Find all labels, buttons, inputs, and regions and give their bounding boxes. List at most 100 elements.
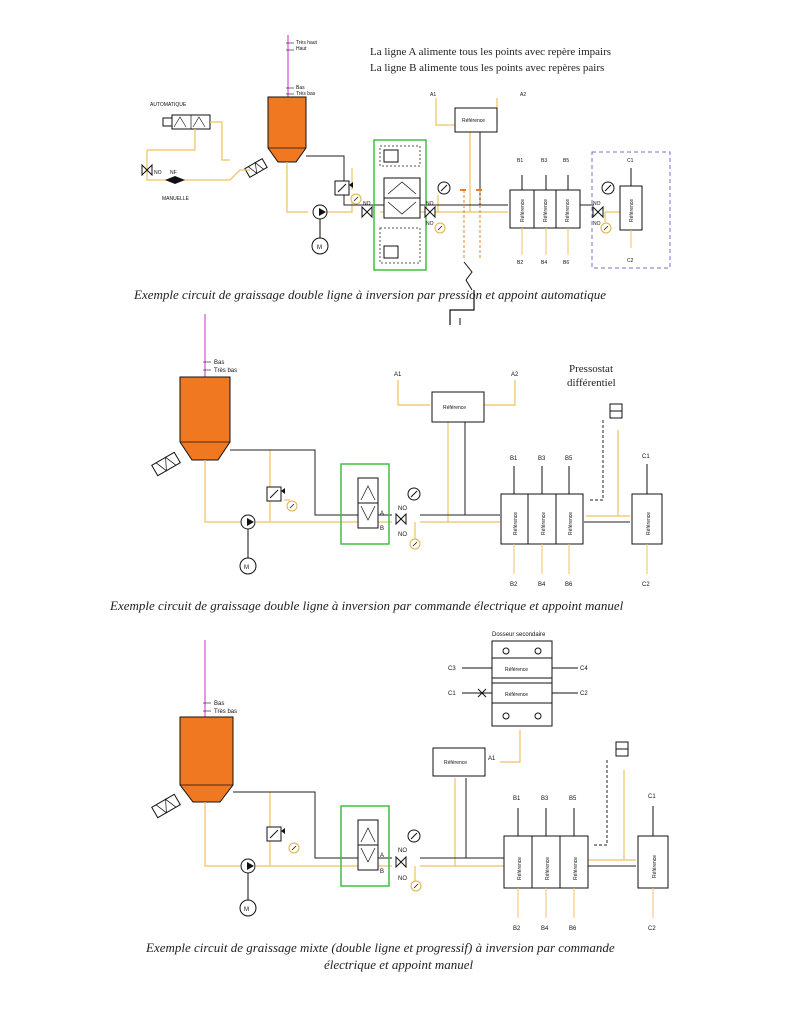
label-tres-haut: Très haut [296, 40, 318, 46]
label-b2-1: B2 [517, 260, 523, 266]
pump-2 [240, 514, 256, 530]
ref-vert-1a: Référence [520, 199, 526, 222]
label-manuelle: MANUELLE [162, 196, 190, 202]
pump-1 [312, 204, 328, 220]
diagram-3: Bas Très bas M [151, 632, 669, 932]
label-a1-1: A1 [430, 92, 436, 98]
label-b2-3: B2 [513, 926, 521, 932]
label-b5-3: B5 [569, 796, 577, 802]
distributor-c-3 [637, 835, 669, 889]
label-b1-3: B1 [513, 796, 521, 802]
diagram-2: Bas Très bas [151, 314, 663, 588]
label-c3-3: C3 [448, 666, 456, 672]
label-b-2: B [380, 526, 384, 532]
label-m-3: M [244, 907, 249, 913]
ref-vert-1b: Référence [543, 199, 549, 222]
ref-vert-3d: Référence [652, 855, 658, 878]
label-a1-3: A1 [488, 756, 496, 762]
label-b4-3: B4 [541, 926, 549, 932]
caption-3-line-1: Exemple circuit de graissage mixte (doub… [146, 940, 615, 955]
reference-label-a-2: Référence [443, 405, 466, 411]
reference-label-a-3: Référence [444, 760, 467, 766]
label-m-2: M [244, 565, 249, 571]
ref-vert-2b: Référence [541, 512, 547, 535]
relief-valve-1 [334, 180, 354, 196]
label-c2-1: C2 [627, 258, 634, 264]
note-line-b: La ligne B alimente tous les points avec… [370, 62, 605, 74]
ref-vert-3a: Référence [517, 857, 523, 880]
caption-2: Exemple circuit de graissage double lign… [110, 598, 624, 613]
reference-block-a-3 [432, 747, 486, 777]
note-line-a: La ligne A alimente tous les points avec… [370, 46, 612, 58]
label-b4-1: B4 [541, 260, 547, 266]
relief-valve-3 [266, 826, 286, 842]
reservoir-2 [179, 376, 231, 461]
filler-coupling [244, 157, 268, 179]
label-b5-2: B5 [565, 456, 573, 462]
label-bas-2: Bas [214, 360, 224, 366]
reversing-valve-frame-1 [373, 139, 427, 271]
label-a-2: A [380, 511, 384, 517]
label-b6-2: B6 [565, 582, 573, 588]
reference-block-a-2 [431, 391, 485, 423]
label-c1-3: C1 [648, 794, 656, 800]
label-no-6: NO [593, 221, 601, 227]
reservoir-3 [179, 716, 234, 803]
label-b6-1: B6 [563, 260, 569, 266]
ref-vert-3b: Référence [545, 857, 551, 880]
ref-vert-2c: Référence [568, 512, 574, 535]
label-nf-1: NF [170, 170, 177, 176]
progressive-module-1 [591, 151, 671, 269]
label-tres-bas: Très bas [296, 91, 316, 97]
label-no-10: NO [398, 876, 407, 882]
ref-dosseur-1: Référence [505, 667, 528, 673]
reference-block-a [454, 107, 498, 133]
distributor-b-3 [503, 808, 589, 918]
label-c1-1: C1 [627, 158, 634, 164]
label-b4-2: B4 [538, 582, 546, 588]
label-automatique: AUTOMATIQUE [150, 102, 187, 108]
label-b1-1: B1 [517, 158, 523, 164]
ref-vert-2d: Référence [646, 512, 652, 535]
label-m-1: M [317, 245, 322, 251]
label-tres-bas-3: Très bas [214, 709, 237, 715]
ref-vert-2a: Référence [513, 512, 519, 535]
label-dosseur: Dosseur secondaire [492, 632, 546, 638]
caption-1: Exemple circuit de graissage double lign… [134, 287, 607, 302]
label-c4-3: C4 [580, 666, 588, 672]
label-c2-2: C2 [642, 582, 650, 588]
reference-label-a: Référence [462, 118, 485, 124]
label-a2-1: A2 [520, 92, 526, 98]
label-b3-1: B3 [541, 158, 547, 164]
label-no-8: NO [398, 532, 407, 538]
ref-vert-1d: Référence [629, 199, 635, 222]
label-no-2: NO [363, 201, 371, 207]
label-c2-3: C2 [648, 926, 656, 932]
reversing-valve-frame-2 [340, 463, 390, 545]
return-lines-3 [233, 778, 636, 867]
ref-vert-1c: Référence [565, 199, 571, 222]
label-b6-3: B6 [569, 926, 577, 932]
pump-3 [240, 858, 256, 874]
label-no-5: NO [593, 201, 601, 207]
label-b5-1: B5 [563, 158, 569, 164]
label-a1-2: A1 [394, 372, 402, 378]
label-b1-2: B1 [510, 456, 518, 462]
diagram-1: Très haut Haut Bas Très bas AUTOMATIQUE [141, 35, 671, 325]
label-pressostat-2: différentiel [567, 377, 616, 389]
ref-dosseur-2: Référence [505, 692, 528, 698]
label-b2-2: B2 [510, 582, 518, 588]
label-b3-2: B3 [538, 456, 546, 462]
reversing-valve-frame-3 [340, 805, 390, 887]
distributor-b-2 [500, 466, 584, 574]
label-haut: Haut [296, 46, 307, 52]
label-pressostat-1: Pressostat [569, 363, 613, 375]
label-no-7: NO [398, 506, 407, 512]
label-c1-3a: C1 [448, 691, 456, 697]
label-c1-2: C1 [642, 454, 650, 460]
label-tres-bas-2: Très bas [214, 368, 237, 374]
distributor-b-1 [509, 175, 581, 255]
label-c2-3a: C2 [580, 691, 588, 697]
return-lines-2 [230, 420, 630, 523]
